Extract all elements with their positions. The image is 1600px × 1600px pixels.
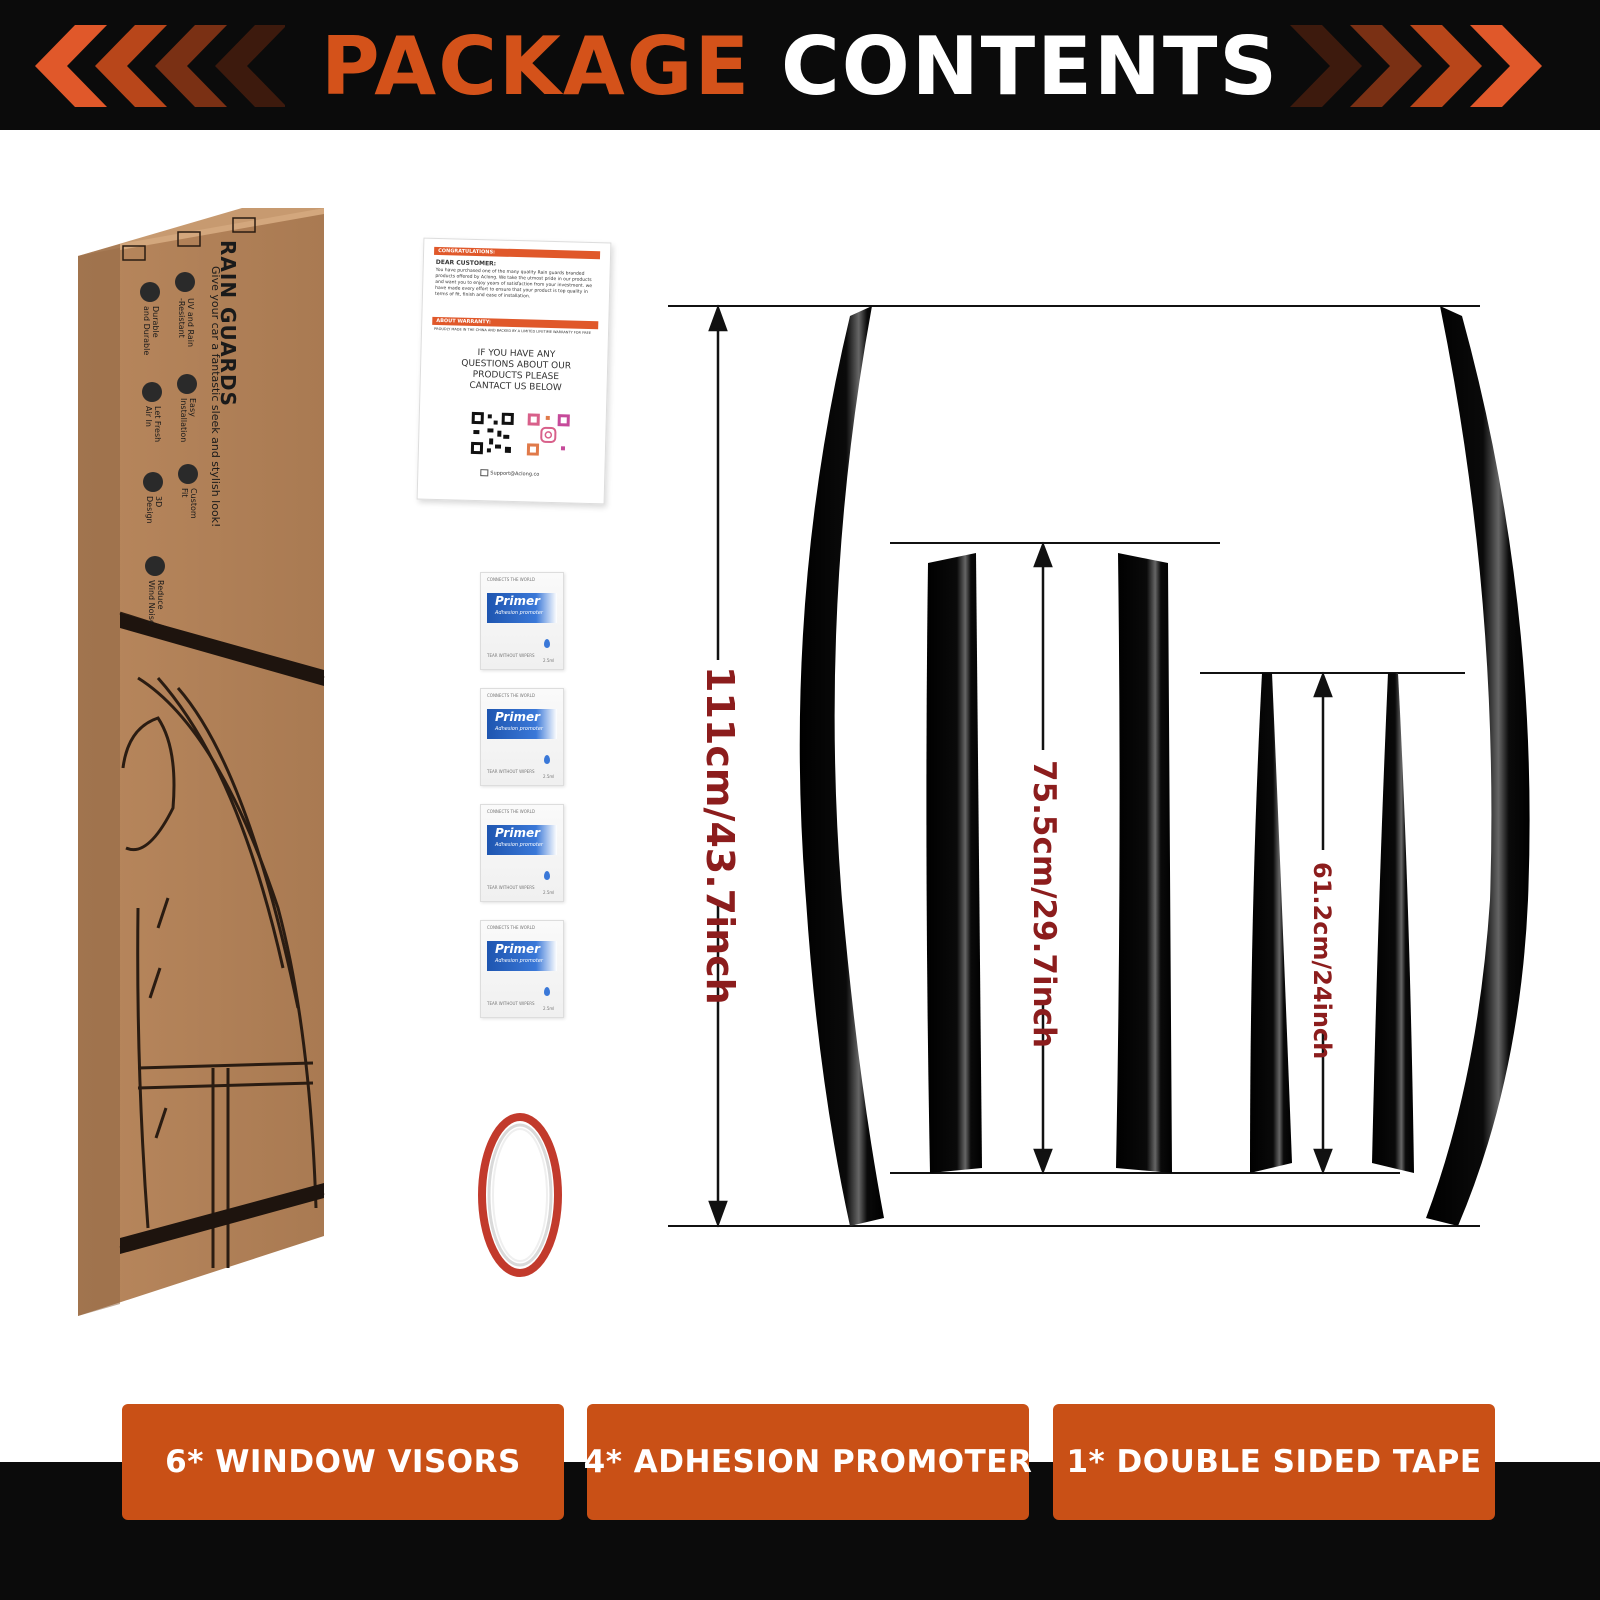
tape-roll-icon [478,1113,562,1277]
label-window-visors-text: 6* WINDOW VISORS [165,1444,521,1480]
rear-visor-right [1116,553,1172,1173]
dimension-rear: 75.5cm/29.7inch [1026,760,1062,1049]
durable-icon [140,282,160,302]
chevron-right-icon [1290,25,1542,107]
drop-icon [544,987,550,996]
page-title: PACKAGE CONTENTS [0,22,1600,112]
small-visor-right [1372,673,1414,1173]
drop-icon [544,639,550,648]
front-visor-right [1426,306,1530,1226]
label-adhesion-promoter-text: 4* ADHESION PROMOTER [583,1444,1033,1480]
drop-icon [544,755,550,764]
rain-guards-box [78,208,325,1316]
instagram-qr-icon [524,411,572,459]
front-visor-left [799,306,884,1226]
custom-fit-icon [178,464,198,484]
3d-design-icon [143,472,163,492]
label-double-sided-tape: 1* DOUBLE SIDED TAPE [1053,1404,1495,1520]
title-accent: PACKAGE [320,20,752,113]
fresh-air-icon [142,382,162,402]
drop-icon [544,871,550,880]
primer-sachet-3: CONNECTS THE WORLD Primer Adhesion promo… [480,804,564,902]
warranty-card: CONGRATULATIONS: DEAR CUSTOMER: You have… [416,237,612,505]
primer-sachet-1: CONNECTS THE WORLD Primer Adhesion promo… [480,572,564,670]
uv-rain-icon [175,272,195,292]
label-double-sided-tape-text: 1* DOUBLE SIDED TAPE [1066,1444,1482,1480]
dimension-front: 111cm/43.7inch [698,666,742,1005]
wind-noise-icon [145,556,165,576]
label-window-visors: 6* WINDOW VISORS [122,1404,564,1520]
installation-icon [177,374,197,394]
small-visor-left [1250,673,1292,1173]
primer-sachet-4: CONNECTS THE WORLD Primer Adhesion promo… [480,920,564,1018]
primer-sachet-2: CONNECTS THE WORLD Primer Adhesion promo… [480,688,564,786]
chevron-left-icon [35,25,285,107]
rear-visor-left [926,553,982,1173]
dimension-small: 61.2cm/24inch [1308,862,1336,1060]
qr-code-icon [468,409,516,458]
title-main: CONTENTS [780,20,1280,113]
label-adhesion-promoter: 4* ADHESION PROMOTER [584,1404,1032,1520]
